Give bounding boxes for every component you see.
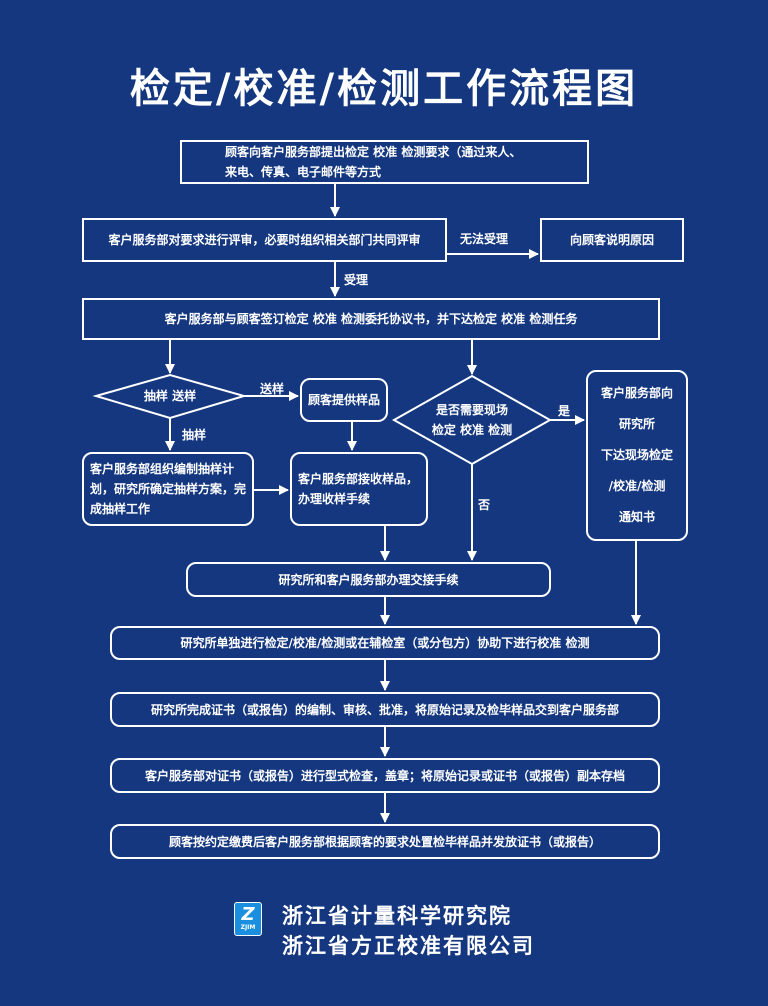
logo-text: ZJIM xyxy=(240,924,256,931)
edge-label-no: 否 xyxy=(478,498,491,512)
node-onsite-notice: 客户服务部向 研究所 下达现场检定 /校准/检测 通知书 xyxy=(586,370,688,541)
node-perform: 研究所单独进行检定/校准/检测或在辅检室（或分包方）协助下进行校准 检测 xyxy=(110,626,660,660)
notice-line: 研究所 xyxy=(618,417,655,431)
node-review: 客户服务部对要求进行评审，必要时组织相关部门共同评审 xyxy=(82,218,447,262)
node-customer-sample: 顾客提供样品 xyxy=(300,378,388,422)
decision-onsite-text: 是否需要现场检定 校准 检测 xyxy=(412,400,532,440)
node-sampling-plan: 客户服务部组织编制抽样计划，研究所确定抽样方案，完成抽样工作 xyxy=(82,452,254,526)
decision-line: 检定 校准 检测 xyxy=(431,423,513,437)
org-name-2: 浙江省方正校准有限公司 xyxy=(282,934,535,958)
node-text: 来电、传真、电子邮件等方式 xyxy=(225,165,382,179)
org-name-1: 浙江省计量科学研究院 xyxy=(282,904,512,928)
edge-label-sample: 抽样 xyxy=(182,428,207,442)
node-request: 顾客向客户服务部提出检定 校准 检测要求（通过来人、来电、传真、电子邮件等方式 xyxy=(180,140,589,184)
node-text: 顾客向客户服务部提出检定 校准 检测要求（通过来人、 xyxy=(225,145,522,159)
node-explain: 向顾客说明原因 xyxy=(540,218,684,262)
logo-glyph: Z xyxy=(241,904,255,925)
edge-label-send: 送样 xyxy=(260,382,285,396)
page-title: 检定/校准/检测工作流程图 xyxy=(129,66,639,112)
decision-sampling-text: 抽样 送样 xyxy=(143,389,197,403)
notice-line: /校准/检测 xyxy=(608,479,666,493)
node-check: 客户服务部对证书（或报告）进行型式检查，盖章；将原始记录或证书（或报告）副本存档 xyxy=(110,758,660,793)
node-handover: 研究所和客户服务部办理交接手续 xyxy=(186,562,551,597)
notice-line: 通知书 xyxy=(618,510,655,524)
edge-label-yes: 是 xyxy=(558,404,571,418)
node-sign: 客户服务部与顾客签订检定 校准 检测委托协议书，并下达检定 校准 检测任务 xyxy=(82,298,660,340)
notice-line: 客户服务部向 xyxy=(600,386,673,400)
decision-line: 是否需要现场 xyxy=(435,403,508,417)
node-certificate: 研究所完成证书（或报告）的编制、审核、批准，将原始记录及检毕样品交到客户服务部 xyxy=(110,692,660,727)
edge-label-reject: 无法受理 xyxy=(460,232,509,246)
notice-line: 下达现场检定 xyxy=(600,448,673,462)
node-deliver: 顾客按约定缴费后客户服务部根据顾客的要求处置检毕样品并发放证书（或报告） xyxy=(110,824,660,859)
edge-label-accept: 受理 xyxy=(344,273,369,287)
node-receive-sample: 客户服务部接收样品，办理收样手续 xyxy=(290,452,428,526)
